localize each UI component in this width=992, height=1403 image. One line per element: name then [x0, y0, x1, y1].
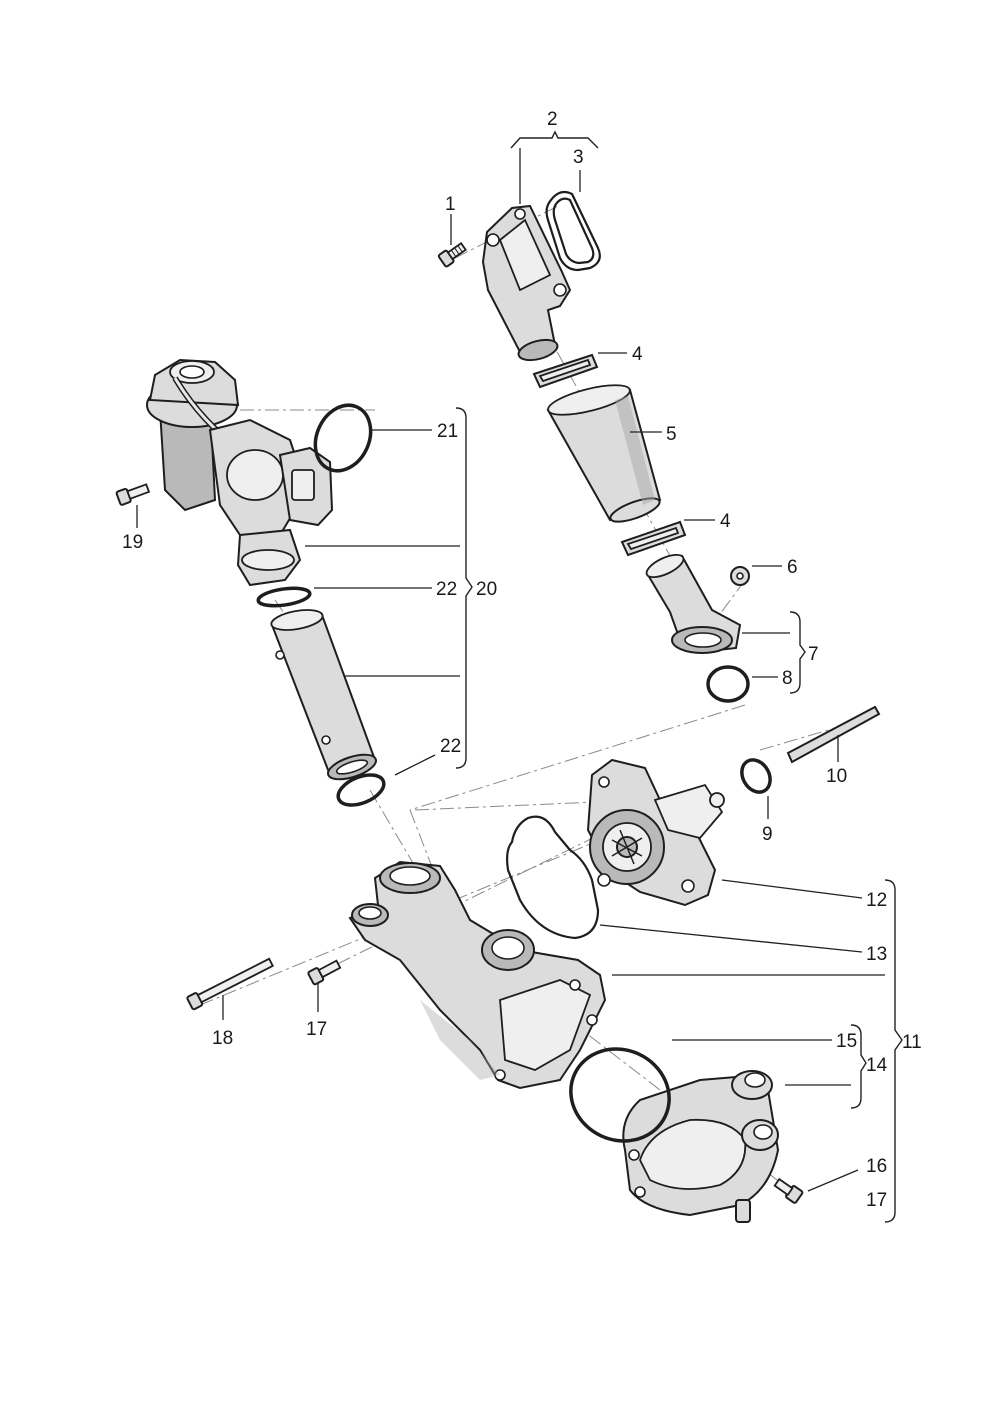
bolt-part-17 — [307, 959, 342, 986]
bolt-part-19 — [115, 483, 151, 506]
water-pump-part-12 — [586, 758, 725, 907]
label-part-16: 16 — [866, 1156, 887, 1177]
leader-lines — [136, 130, 903, 1223]
label-part-12: 12 — [866, 890, 887, 911]
label-part-11: 11 — [902, 1032, 922, 1053]
label-part-15: 15 — [836, 1031, 857, 1052]
bolt-part-16 — [773, 1177, 804, 1204]
rod-part-10 — [786, 705, 881, 764]
o-ring-part-15 — [569, 1047, 671, 1143]
label-part-4-lower: 4 — [720, 511, 731, 532]
thermostat-housing-part-11 — [348, 860, 607, 1090]
gasket-part-3 — [545, 190, 601, 272]
label-part-7: 7 — [808, 644, 819, 665]
label-part-18: 18 — [212, 1028, 233, 1049]
pipe-part-5 — [546, 384, 662, 523]
connecting-pipe — [270, 609, 377, 781]
long-bolt-part-18 — [186, 957, 274, 1011]
label-part-10: 10 — [826, 766, 847, 787]
bolt-part-1 — [437, 241, 467, 268]
label-part-17-right: 17 — [866, 1190, 887, 1211]
label-part-4-upper: 4 — [632, 344, 643, 365]
elbow-connector-part-7 — [645, 553, 742, 654]
clamp-sleeve-part-4-upper — [532, 353, 599, 389]
pump-gasket-part-13 — [506, 815, 600, 940]
coolant-flange-part-2 — [481, 204, 572, 362]
label-part-22-lower: 22 — [440, 736, 461, 757]
label-part-5: 5 — [666, 424, 677, 445]
label-part-21: 21 — [437, 421, 458, 442]
actuator-valve-assembly-part-20 — [146, 358, 334, 587]
label-part-17-left: 17 — [306, 1019, 327, 1040]
o-ring-part-22-lower — [336, 773, 386, 807]
housing-cover-part-14 — [622, 1070, 780, 1223]
o-ring-part-21 — [313, 403, 373, 473]
label-part-6: 6 — [787, 557, 798, 578]
o-ring-part-22-upper — [256, 586, 312, 608]
clamp-sleeve-part-4-lower — [620, 520, 687, 557]
o-ring-part-8 — [706, 665, 750, 703]
o-ring-part-9 — [740, 758, 772, 794]
label-part-8: 8 — [782, 668, 793, 689]
label-part-2: 2 — [547, 109, 558, 130]
label-part-13: 13 — [866, 944, 887, 965]
part-number-labels: 1 2 3 4 5 4 6 7 8 9 10 11 12 13 14 15 16… — [122, 109, 922, 1211]
label-part-19: 19 — [122, 532, 143, 553]
label-part-9: 9 — [762, 824, 773, 845]
label-part-22-upper: 22 — [436, 579, 457, 600]
label-part-20: 20 — [476, 579, 497, 600]
label-part-14: 14 — [866, 1055, 888, 1076]
label-part-3: 3 — [573, 147, 584, 168]
label-part-1: 1 — [445, 194, 456, 215]
screw-part-6 — [730, 566, 750, 586]
